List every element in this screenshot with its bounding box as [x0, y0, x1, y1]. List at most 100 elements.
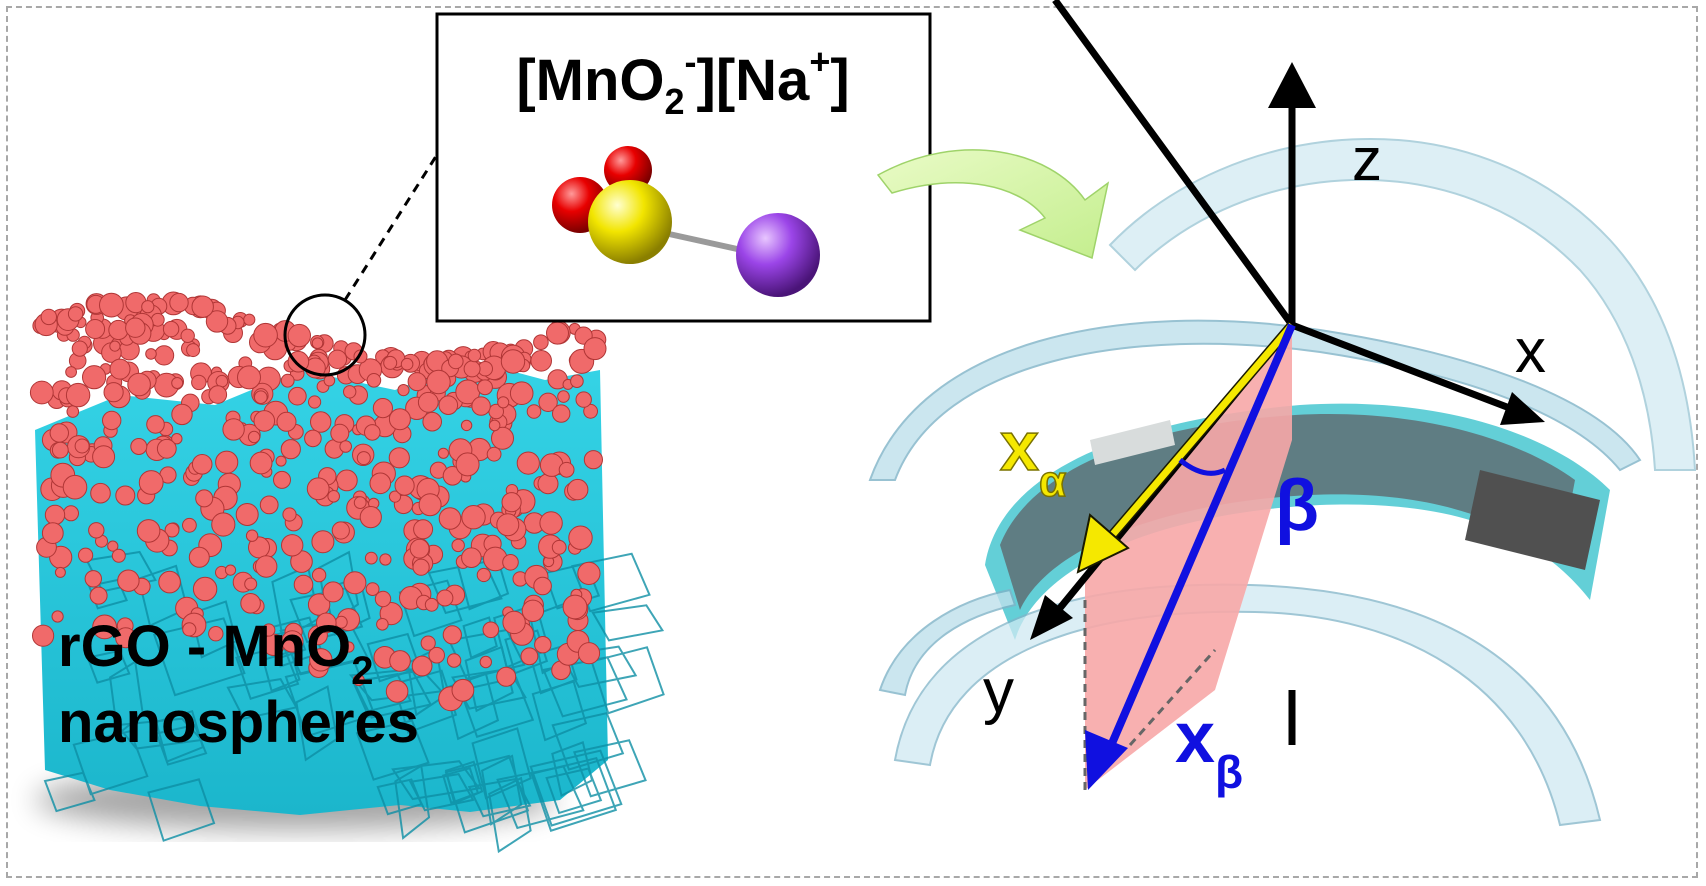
mno2-nanosphere — [352, 674, 365, 687]
mno2-nanosphere — [141, 300, 155, 314]
mno2-nanosphere — [366, 373, 382, 388]
mno2-nanosphere — [343, 385, 357, 399]
mno2-nanosphere — [191, 374, 207, 391]
mno2-nanosphere — [306, 477, 330, 501]
rgo-flake — [528, 644, 578, 695]
mno2-nanosphere — [534, 636, 552, 654]
mno2-nanosphere — [108, 319, 129, 341]
mno2-nanosphere — [436, 589, 454, 607]
mno2-nanosphere — [237, 365, 261, 390]
rgo-flake — [480, 754, 523, 826]
rgo-flake — [355, 719, 430, 781]
mno2-nanosphere — [583, 337, 607, 361]
mno2-nanosphere — [208, 385, 228, 404]
mno2-nanosphere — [496, 666, 517, 687]
rgo-flake — [391, 760, 481, 801]
mno2-nanosphere — [281, 630, 304, 653]
mno2-nanosphere — [343, 641, 355, 653]
mno2-nanosphere — [78, 547, 94, 563]
mno2-nanosphere — [311, 337, 324, 350]
mno2-nanosphere — [63, 505, 79, 522]
mno2-nanosphere — [353, 496, 367, 510]
mno2-nanosphere — [247, 430, 261, 444]
mno2-nanosphere — [516, 451, 540, 475]
mno2-nanosphere — [476, 567, 491, 583]
mno2-nanosphere — [71, 340, 88, 357]
mno2-nanosphere — [103, 382, 124, 403]
mno2-nanosphere — [259, 495, 279, 515]
mno2-nanosphere — [222, 418, 245, 441]
mno2-nanosphere — [420, 635, 436, 651]
zoom-line — [343, 149, 442, 301]
mno2-nanosphere — [158, 570, 181, 594]
mno2-nanosphere — [253, 410, 276, 432]
mno2-nanosphere — [280, 439, 301, 460]
mno2-nanosphere — [273, 470, 291, 489]
mno2-nanosphere — [537, 473, 559, 495]
mno2-nanosphere — [500, 349, 526, 374]
mno2-nanosphere — [280, 373, 295, 388]
mno2-nanosphere — [169, 292, 189, 313]
mno2-nanosphere — [125, 317, 146, 338]
rgo-flake — [467, 777, 532, 818]
x-alpha-label: xα — [1000, 407, 1066, 506]
mno2-nanosphere — [235, 503, 259, 526]
mno2-nanosphere — [162, 320, 180, 338]
mno2-nanosphere — [562, 594, 588, 620]
rgo-flake — [590, 646, 665, 715]
rgo-flake — [471, 727, 532, 800]
formula-text: [MnO2-][Na+] — [516, 41, 849, 122]
rgo-flake — [376, 778, 423, 816]
rgo-flake — [72, 729, 149, 796]
mno2-nanosphere — [51, 610, 64, 623]
mno2-nanosphere — [62, 474, 88, 500]
x-axis — [1290, 321, 1522, 416]
rgo-flake — [398, 579, 463, 638]
mno2-nanosphere — [460, 419, 473, 432]
manganese-atom — [588, 180, 672, 264]
x-beta-label: xβ — [1175, 698, 1243, 798]
mno2-nanosphere — [117, 569, 140, 592]
mno2-nanosphere — [107, 540, 119, 552]
mno2-nanosphere — [479, 655, 492, 669]
mno2-nanosphere — [276, 411, 297, 432]
mno2-nanosphere — [262, 623, 276, 637]
z-axis-label: z — [1352, 126, 1382, 193]
mno2-nanosphere — [438, 507, 462, 530]
mno2-nanosphere — [316, 612, 337, 634]
mno2-nanosphere — [389, 650, 411, 672]
mno2-nanosphere — [32, 624, 55, 647]
mno2-nanosphere — [520, 647, 539, 666]
mno2-nanosphere — [418, 493, 442, 517]
y-axis — [1052, 0, 1295, 328]
mno2-nanosphere — [287, 323, 311, 348]
rgo-flake — [284, 659, 376, 738]
mno2-nanosphere — [309, 648, 333, 672]
x-beta-arrow: β xβ — [1085, 323, 1319, 798]
mno2-nanosphere — [308, 395, 322, 409]
mno2-nanosphere — [364, 551, 378, 565]
mno2-nanosphere — [407, 372, 427, 392]
mno2-nanosphere — [451, 678, 475, 702]
mno2-nanosphere — [388, 490, 402, 503]
mno2-nanosphere — [451, 538, 465, 553]
mno2-nanosphere — [208, 626, 224, 642]
mno2-nanosphere — [577, 561, 601, 586]
rgo-flake — [441, 766, 480, 805]
mno2-nanosphere — [533, 576, 552, 596]
mno2-nanosphere — [397, 384, 410, 397]
mno2-nanosphere — [509, 381, 534, 406]
mno2-nanosphere — [356, 451, 371, 466]
mno2-nanosphere — [136, 519, 161, 543]
mno2-nanosphere — [171, 377, 184, 389]
mno2-nanosphere — [477, 379, 493, 396]
mno2-nanosphere — [92, 614, 117, 640]
mno2-nanosphere — [539, 511, 563, 535]
mno2-nanosphere — [192, 576, 218, 602]
mno2-nanosphere — [191, 454, 213, 475]
mno2-nanosphere — [248, 536, 270, 559]
rgo-flake — [551, 712, 625, 771]
material-label: rGO - MnO2 nanospheres — [58, 614, 419, 755]
mno2-nanosphere — [243, 313, 256, 326]
mno2-nanosphere — [551, 539, 567, 555]
